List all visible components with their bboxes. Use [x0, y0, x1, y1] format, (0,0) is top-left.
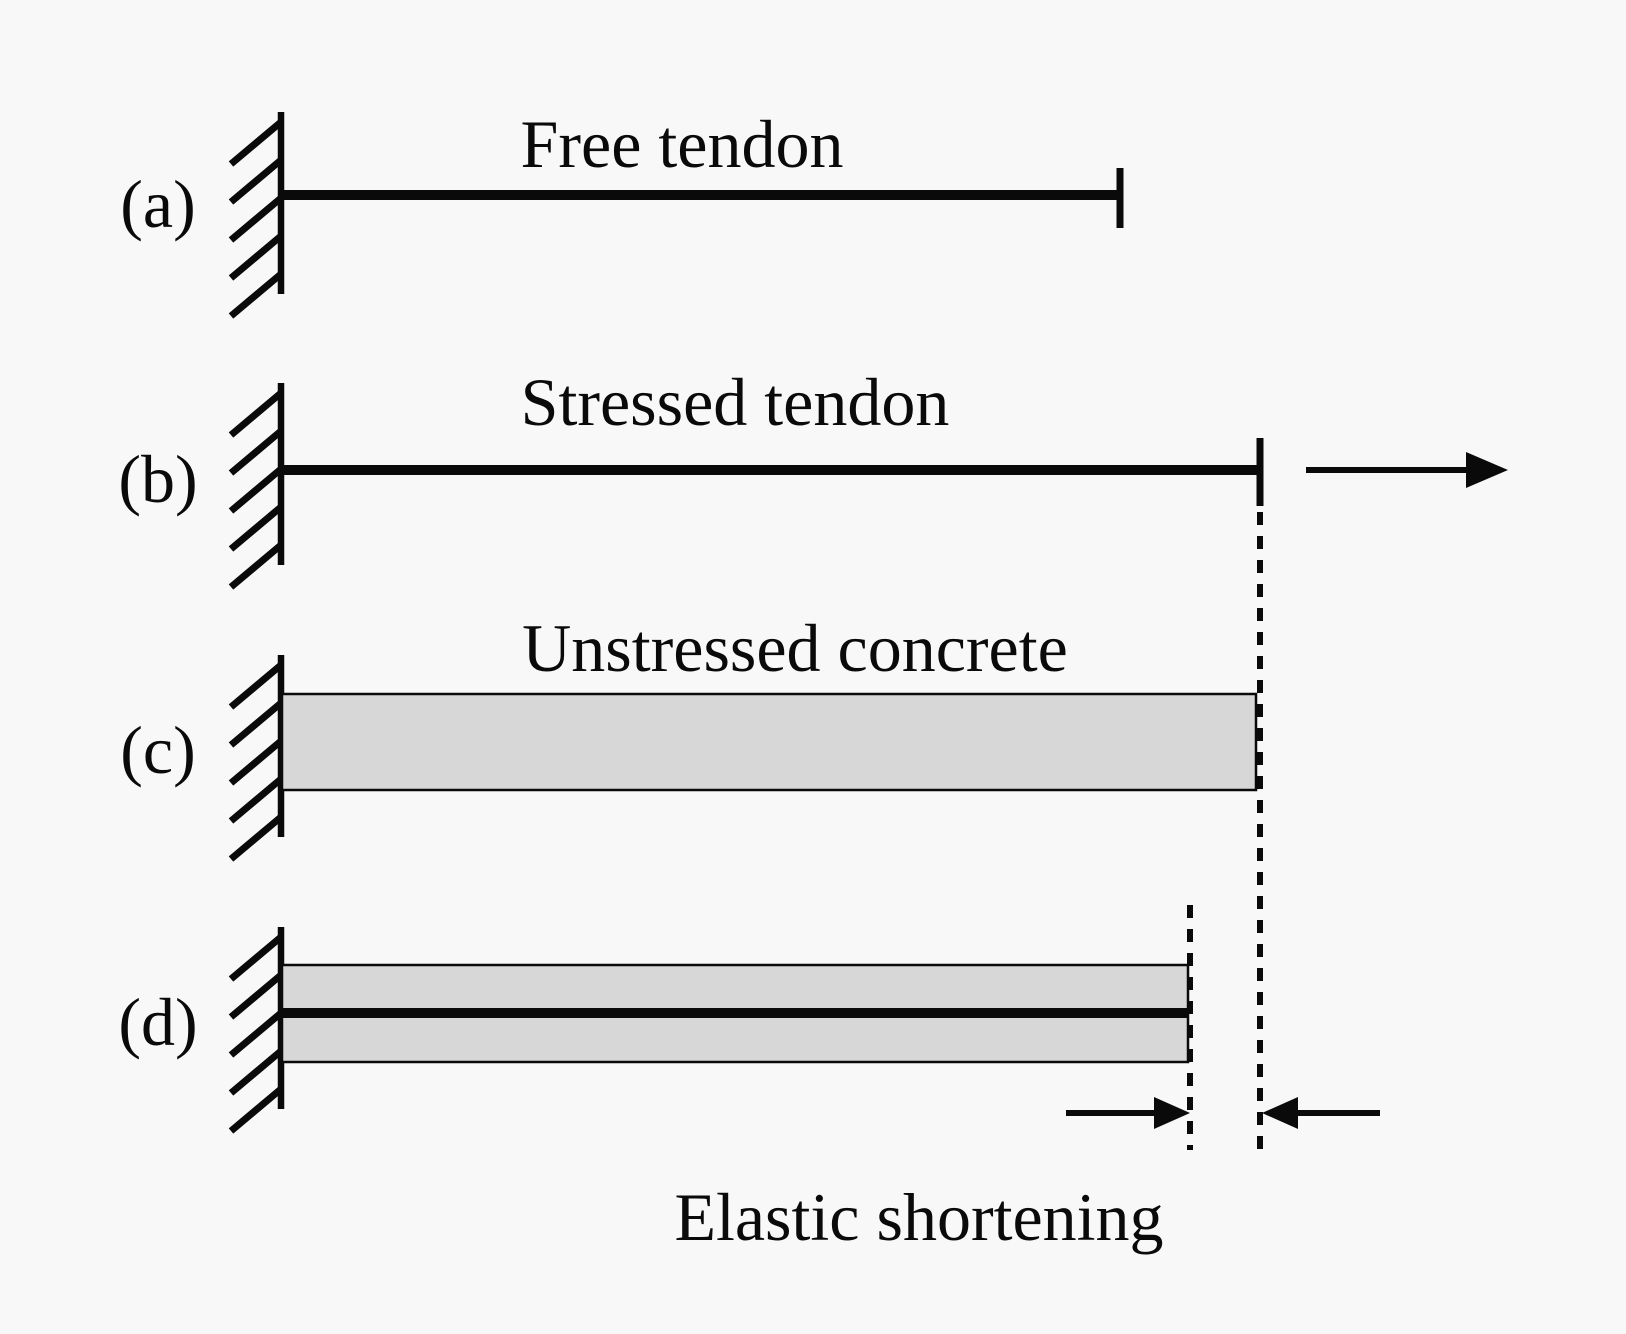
arrow-head	[1262, 1097, 1298, 1129]
panel-label: (b)	[118, 441, 197, 517]
panel-caption: Free tendon	[521, 106, 844, 182]
elastic-shortening-label: Elastic shortening	[674, 1179, 1163, 1255]
fixed-support-icon	[228, 112, 285, 319]
fixed-support-icon	[228, 655, 285, 862]
panel-caption: Stressed tendon	[521, 364, 950, 440]
pull-force-arrow-icon	[1306, 452, 1508, 488]
support-hatching	[228, 119, 284, 319]
dimension-arrow-right-icon	[1262, 1097, 1380, 1129]
arrow-head	[1466, 452, 1508, 488]
arrow-head	[1154, 1097, 1190, 1129]
support-hatching	[228, 934, 284, 1134]
fixed-support-icon	[228, 927, 285, 1134]
panel-a: (a) Free tendon	[120, 106, 1124, 319]
concrete-beam	[280, 692, 1258, 792]
support-hatching	[228, 662, 284, 862]
panel-d: (d)	[118, 927, 1190, 1134]
support-hatching	[228, 390, 284, 590]
dimension-arrow-left-icon	[1066, 1097, 1190, 1129]
elastic-shortening-dimension: Elastic shortening	[674, 1097, 1380, 1255]
fixed-support-icon	[228, 383, 285, 590]
panel-label: (d)	[118, 984, 197, 1060]
panel-c: (c) Unstressed concrete	[120, 610, 1258, 862]
panel-caption: Unstressed concrete	[522, 610, 1068, 686]
panel-b: (b) Stressed tendon	[118, 364, 1508, 590]
panel-label: (c)	[120, 712, 195, 788]
panel-label: (a)	[120, 166, 195, 242]
